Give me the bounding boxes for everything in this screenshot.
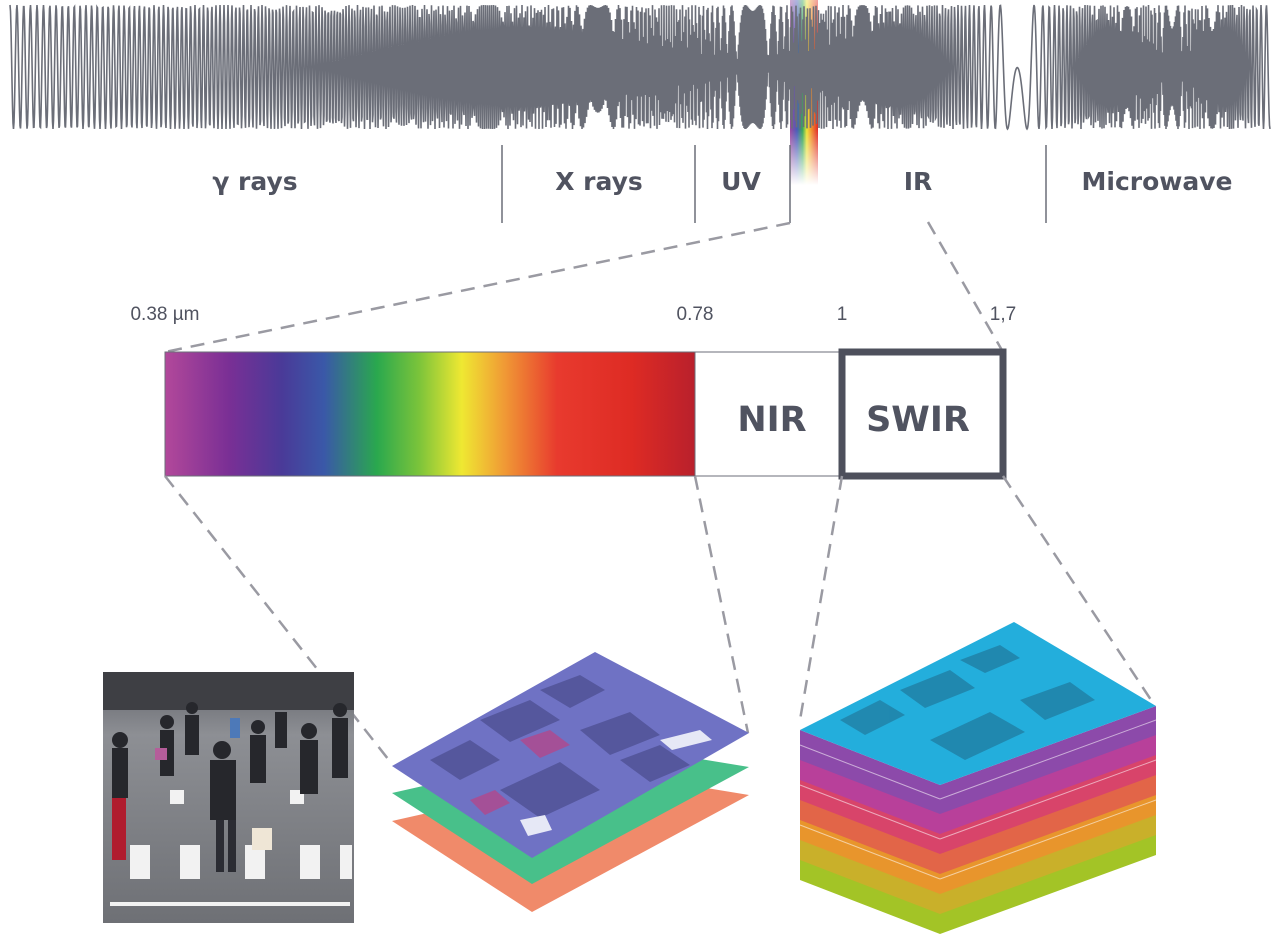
street-crossing-photo	[103, 672, 354, 923]
nir-segment	[694, 351, 841, 477]
nir-label: NIR	[737, 400, 806, 440]
zoom-lines-bottom	[164, 475, 1157, 765]
band-label-ir: IR	[904, 167, 933, 196]
band-label-uv: UV	[721, 167, 761, 196]
tick-label-0-78: 0.78	[677, 304, 714, 325]
zoom-lines-top	[164, 221, 1005, 354]
rgb-layer-stack	[392, 652, 749, 912]
electromagnetic-wave	[9, 4, 1271, 131]
swir-label: SWIR	[866, 400, 970, 440]
band-label-xray: X rays	[555, 167, 643, 196]
hyperspectral-swir-cube	[799, 622, 1157, 934]
band-separators	[501, 145, 1047, 223]
tick-label-1: 1	[837, 304, 848, 325]
tick-label-0-38: 0.38 µm	[130, 304, 199, 325]
tick-label-1-7: 1,7	[990, 304, 1016, 325]
swir-segment	[838, 348, 1007, 480]
visible-spectrum-segment	[164, 351, 696, 477]
band-label-microwave: Microwave	[1082, 167, 1233, 196]
wavelength-bar: NIR SWIR	[164, 348, 1007, 480]
band-label-gamma: γ rays	[212, 167, 297, 196]
